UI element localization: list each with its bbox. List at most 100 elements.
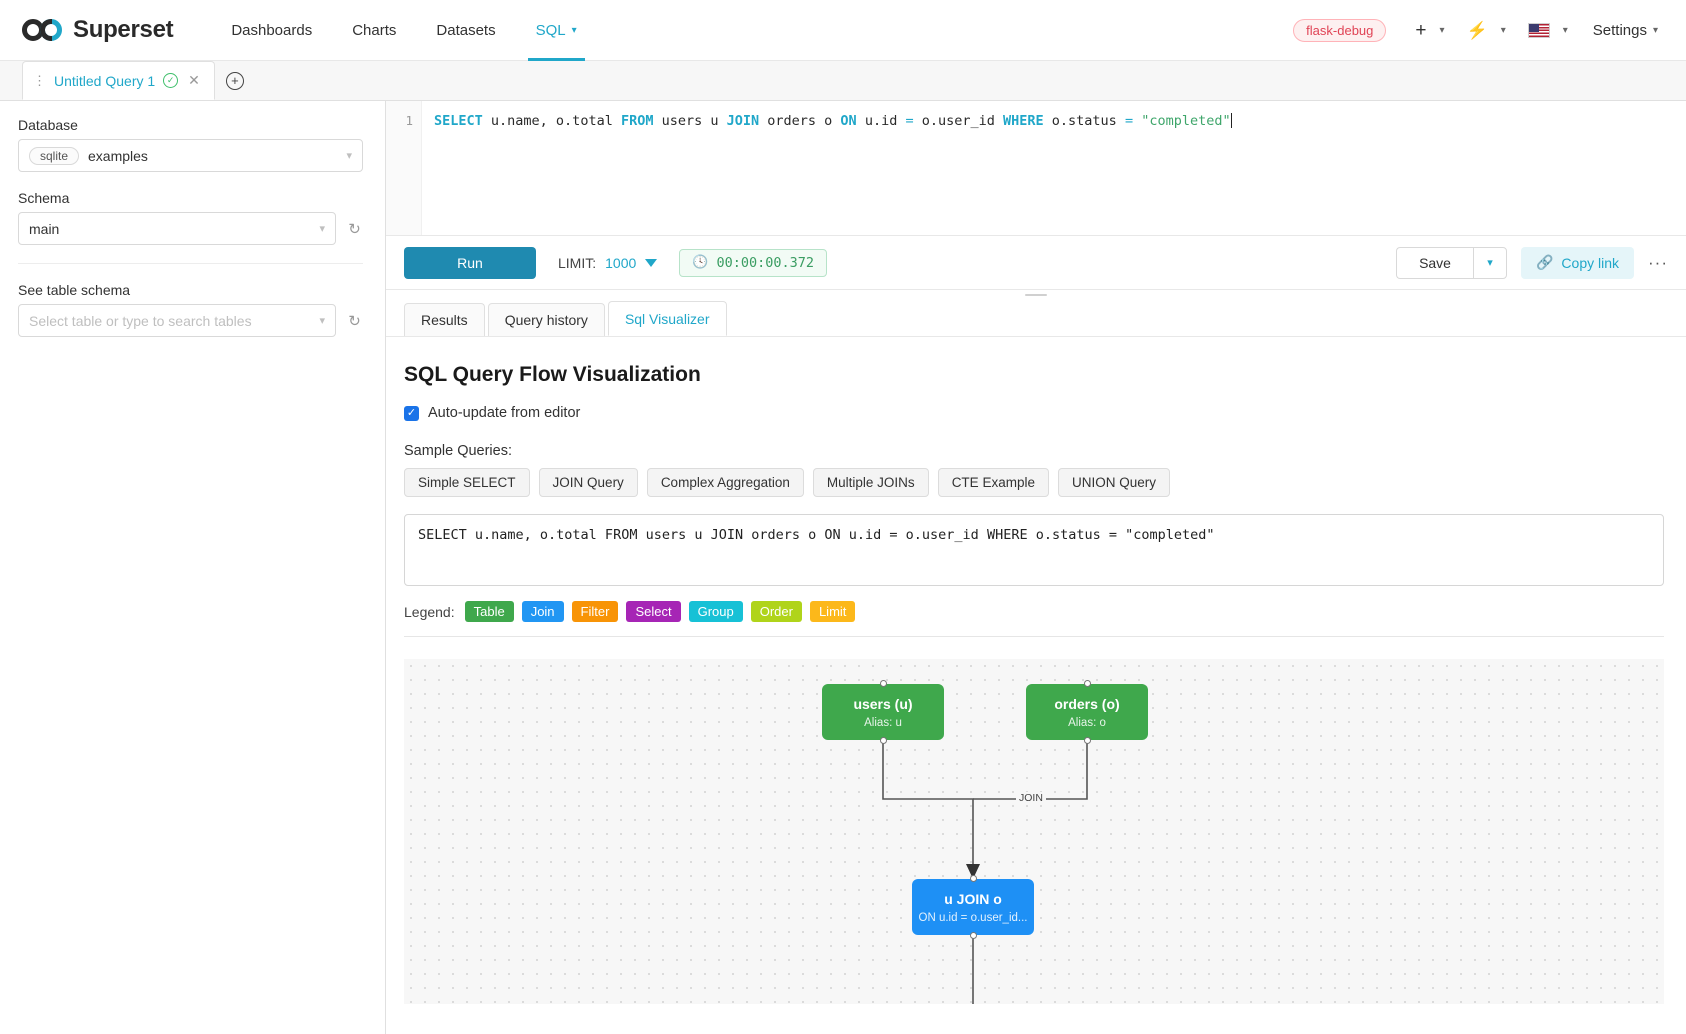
query-tab[interactable]: ⋮ Untitled Query 1 ✓ ✕: [22, 61, 215, 100]
sample-query-button-2[interactable]: Complex Aggregation: [646, 468, 804, 497]
tab-query-history[interactable]: Query history: [487, 303, 605, 336]
nav-link-datasets[interactable]: Datasets: [416, 0, 515, 61]
chevron-down-icon: [645, 258, 658, 267]
chevron-down-icon: ▾: [1652, 24, 1658, 36]
flow-node-title: orders (o): [1054, 695, 1120, 712]
tab-results-label: Results: [421, 312, 468, 328]
database-field-row: sqlite examples ▾: [18, 139, 363, 172]
flow-node-join[interactable]: u JOIN o ON u.id = o.user_id...: [912, 875, 1034, 939]
close-icon[interactable]: ✕: [188, 72, 200, 88]
panel-divider: [18, 263, 363, 264]
node-port-top[interactable]: [1083, 680, 1091, 687]
flow-node-subtitle: ON u.id = o.user_id...: [918, 911, 1028, 924]
sql-editor[interactable]: 1 SELECT u.name, o.total FROM users u JO…: [386, 101, 1686, 236]
save-button-group: Save ▾: [1396, 246, 1507, 279]
settings-menu[interactable]: Settings ▾: [1579, 22, 1664, 39]
sample-query-button-1[interactable]: JOIN Query: [538, 468, 638, 497]
superset-logo[interactable]: Superset: [22, 16, 174, 44]
editor-toolbar: Run LIMIT: 1000 🕓 00:00:00.372 Save ▾ 🔗: [386, 236, 1686, 290]
query-timer: 🕓 00:00:00.372: [679, 248, 828, 277]
tab-sql-visualizer[interactable]: Sql Visualizer: [607, 301, 727, 336]
database-select[interactable]: sqlite examples ▾: [18, 139, 363, 172]
chevron-down-icon: ▾: [1487, 257, 1493, 269]
link-icon: 🔗: [1535, 254, 1554, 270]
chevron-down-icon: ▾: [571, 24, 577, 36]
clock-icon: 🕓: [692, 255, 709, 270]
legend-chip-join: Join: [521, 601, 564, 622]
legend-chip-filter: Filter: [571, 601, 619, 622]
tab-results[interactable]: Results: [404, 303, 485, 336]
chevron-down-icon: ▾: [1562, 24, 1568, 36]
new-menu-button[interactable]: + ▾: [1404, 21, 1455, 40]
brand-name: Superset: [73, 16, 174, 43]
flow-node-orders[interactable]: orders (o)Alias: o: [1026, 680, 1148, 744]
copy-link-label: Copy link: [1561, 254, 1620, 271]
nav-link-charts-label: Charts: [352, 21, 397, 39]
sql-input[interactable]: [404, 514, 1664, 586]
nav-link-charts[interactable]: Charts: [332, 0, 416, 61]
schema-field-row: main ▾ ↻: [18, 212, 363, 245]
editor-code[interactable]: SELECT u.name, o.total FROM users u JOIN…: [434, 113, 1232, 129]
sql-visualizer-pane: SQL Query Flow Visualization ✓ Auto-upda…: [386, 337, 1686, 1034]
top-navbar: Superset Dashboards Charts Datasets SQL …: [0, 0, 1686, 61]
bolt-menu-button[interactable]: ⚡ ▾: [1456, 22, 1517, 39]
schema-select[interactable]: main ▾: [18, 212, 336, 245]
nav-link-sql[interactable]: SQL ▾: [516, 0, 597, 61]
table-select-placeholder: Select table or type to search tables: [29, 312, 252, 329]
more-options-button[interactable]: ···: [1648, 252, 1668, 272]
settings-label: Settings: [1592, 21, 1647, 39]
limit-dropdown[interactable]: LIMIT: 1000: [558, 254, 658, 271]
flow-node-users[interactable]: users (u)Alias: u: [822, 680, 944, 744]
schema-label: Schema: [18, 190, 70, 206]
page-title: SQL Query Flow Visualization: [404, 363, 701, 386]
table-select[interactable]: Select table or type to search tables ▾: [18, 304, 336, 337]
chevron-down-icon: ▾: [319, 223, 325, 235]
node-port-bottom[interactable]: [879, 737, 887, 744]
auto-update-checkbox[interactable]: ✓: [404, 405, 419, 421]
nav-link-datasets-label: Datasets: [436, 21, 496, 39]
limit-label: LIMIT:: [558, 254, 597, 271]
sample-query-button-4[interactable]: CTE Example: [937, 468, 1049, 497]
node-port-bottom[interactable]: [1083, 737, 1091, 744]
copy-link-button[interactable]: 🔗 Copy link: [1520, 246, 1635, 279]
flow-node-subtitle: Alias: u: [864, 716, 902, 729]
database-select-value: examples: [88, 147, 148, 164]
auto-update-label: Auto-update from editor: [428, 405, 581, 421]
env-badge: flask-debug: [1293, 18, 1387, 42]
sample-query-button-3[interactable]: Multiple JOINs: [812, 468, 929, 497]
drag-handle-icon[interactable]: ⋮: [33, 73, 46, 88]
sample-query-button-0[interactable]: Simple SELECT: [404, 468, 530, 497]
workspace: Database sqlite examples ▾ Schema main ▾…: [0, 101, 1686, 1034]
save-button[interactable]: Save: [1396, 246, 1473, 279]
auto-update-checkbox-row[interactable]: ✓ Auto-update from editor: [404, 405, 1664, 421]
legend-label: Legend:: [404, 603, 455, 620]
legend-divider: [404, 636, 1664, 637]
right-panel: 1 SELECT u.name, o.total FROM users u JO…: [386, 101, 1686, 1034]
add-query-tab-button[interactable]: +: [215, 61, 255, 100]
us-flag-icon: [1527, 22, 1550, 38]
refresh-tables-icon[interactable]: ↻: [348, 312, 361, 330]
chevron-down-icon: ▾: [319, 315, 325, 327]
flow-node-title: u JOIN o: [944, 890, 1002, 907]
sample-queries-label: Sample Queries:: [404, 443, 512, 459]
language-selector[interactable]: ▾: [1517, 22, 1579, 38]
sample-query-button-5[interactable]: UNION Query: [1057, 468, 1170, 497]
toolbar-right: Save ▾ 🔗 Copy link ···: [1396, 246, 1668, 279]
legend-chip-order: Order: [750, 601, 802, 622]
plus-circle-icon: +: [225, 71, 244, 90]
run-button[interactable]: Run: [404, 246, 536, 279]
navbar-right: flask-debug + ▾ ⚡ ▾ ▾ Settings ▾: [1293, 18, 1664, 42]
database-engine-pill: sqlite: [29, 146, 80, 165]
pane-resize-handle[interactable]: [386, 290, 1686, 299]
nav-link-dashboards[interactable]: Dashboards: [211, 0, 332, 61]
bolt-icon: ⚡: [1466, 20, 1488, 40]
node-port-bottom[interactable]: [969, 932, 977, 939]
node-port-top[interactable]: [969, 875, 977, 882]
legend-chip-select: Select: [626, 601, 681, 622]
text-cursor: [1230, 113, 1232, 128]
node-port-top[interactable]: [879, 680, 887, 687]
save-dropdown-button[interactable]: ▾: [1472, 246, 1507, 279]
refresh-schema-icon[interactable]: ↻: [348, 220, 361, 238]
